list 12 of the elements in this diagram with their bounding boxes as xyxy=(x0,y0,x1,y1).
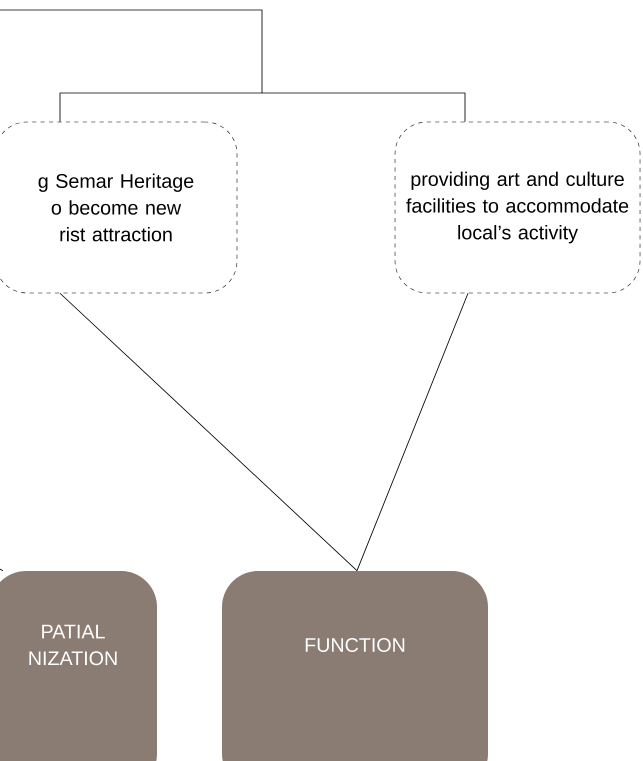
node-label: PATIAL NIZATION xyxy=(29,624,117,666)
node-label: FUNCTION xyxy=(306,638,404,652)
category-box xyxy=(0,570,158,761)
connector-line xyxy=(0,10,262,122)
rounded-box xyxy=(394,122,640,294)
node-label: g Semar Heritage o become new rist attraction xyxy=(38,174,194,242)
connector-line xyxy=(356,292,468,572)
connector-line xyxy=(262,92,466,122)
node-label: providing art and culture facilities to accommodate local’s activity xyxy=(406,172,628,244)
category-box xyxy=(222,570,488,761)
connector-line xyxy=(60,292,358,572)
rounded-box xyxy=(0,122,238,294)
